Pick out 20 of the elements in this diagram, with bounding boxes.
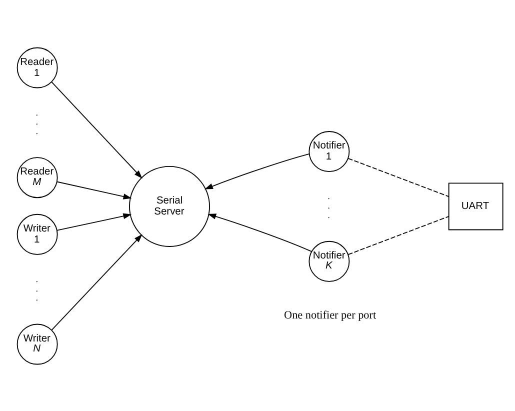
- arrow: [208, 213, 312, 252]
- node-circle: Notifier K: [308, 240, 350, 282]
- node-box: UART: [448, 182, 504, 230]
- arrow: [56, 212, 132, 230]
- label: One notifier per port: [284, 308, 376, 321]
- label: . . .: [36, 274, 38, 302]
- arrow: [51, 234, 142, 330]
- node-circle: Serial Server: [129, 165, 210, 246]
- label: . . .: [328, 192, 330, 220]
- node-circle: Writer 1: [16, 213, 58, 254]
- arrow: [51, 81, 142, 178]
- connector: [348, 215, 450, 255]
- connector: [348, 157, 450, 197]
- arrow: [56, 180, 132, 199]
- node-circle: Reader 1: [16, 46, 58, 88]
- node-circle: Writer N: [16, 323, 58, 364]
- label: . . .: [36, 108, 38, 136]
- arrow: [204, 152, 310, 189]
- node-circle: Reader M: [16, 156, 58, 198]
- node-circle: Notifier 1: [308, 130, 350, 172]
